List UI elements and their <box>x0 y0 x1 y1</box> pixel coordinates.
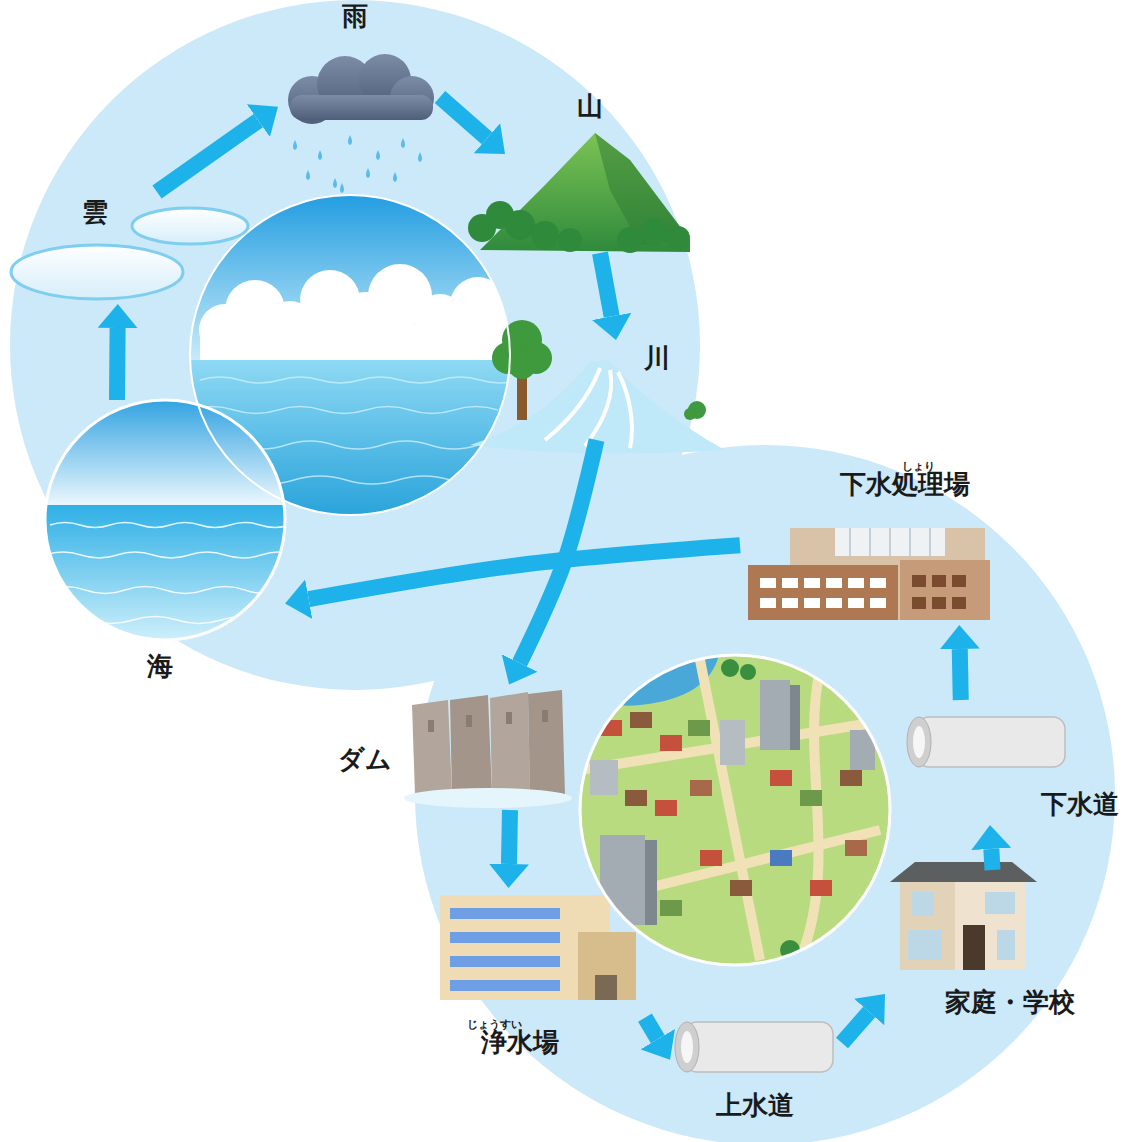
illustration-node: 下水道 <box>900 700 1125 825</box>
node-label: 山 <box>577 92 603 122</box>
flow-arrow <box>309 545 740 599</box>
flow-arrow <box>109 328 126 400</box>
flow-arrow <box>991 849 992 870</box>
node-label: 家庭・学校 <box>945 988 1075 1018</box>
illustration-node: 山 <box>505 88 695 253</box>
node-label: 下水処理場 <box>840 470 970 500</box>
node-label: 海 <box>147 652 173 682</box>
flow-arrow <box>842 1012 869 1043</box>
node-label: 雨 <box>342 2 368 32</box>
flow-arrow <box>440 97 487 138</box>
flow-arrow <box>952 649 969 700</box>
flow-arrow <box>157 121 258 192</box>
node-label: 川 <box>644 344 670 374</box>
illustration-node: 家庭・学校 <box>885 870 1100 1025</box>
illustration-node: 海 <box>45 400 285 690</box>
flow-arrow <box>509 810 510 864</box>
node-label: 浄水場 <box>481 1028 559 1058</box>
illustration-node: じょうすい浄水場 <box>435 888 645 1061</box>
node-label: ダム <box>338 745 392 775</box>
illustration-node: 川 <box>590 340 720 440</box>
illustration-node: 雲 <box>10 192 255 304</box>
node-label: 下水道 <box>1041 790 1119 820</box>
flow-arrow <box>645 1018 658 1039</box>
illustration-node: 上水道 <box>670 1015 842 1127</box>
node-label: 雲 <box>82 198 108 228</box>
illustration-node: しょり下水処理場 <box>740 448 998 625</box>
flow-arrow <box>600 253 612 316</box>
node-label: 上水道 <box>716 1091 794 1121</box>
illustration-node: 雨 <box>278 0 440 195</box>
illustration-node: ダム <box>330 685 570 810</box>
